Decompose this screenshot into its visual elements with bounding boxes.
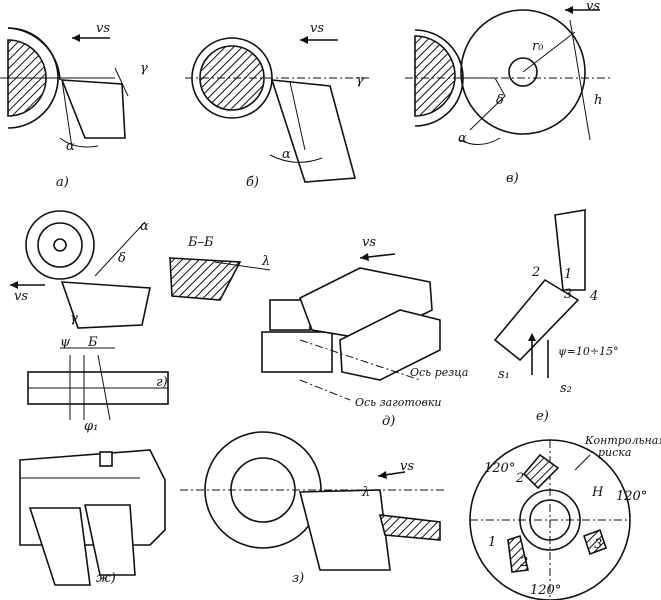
psi-label-g: ψ	[60, 335, 71, 350]
s2-label: s₂	[560, 381, 572, 396]
cutter-b	[270, 79, 357, 183]
body-d-2	[261, 331, 333, 373]
psi-range-label: ψ=10÷15°	[558, 345, 619, 358]
subfigure-z	[180, 431, 445, 571]
s1-label: s₁	[498, 367, 510, 382]
vs-label-d: vs	[362, 235, 376, 250]
subfigure-label-b: б)	[246, 175, 259, 190]
vs-label-a: vs	[96, 21, 110, 36]
tool-e-top	[554, 209, 586, 291]
subfigure-v	[405, 6, 610, 145]
subfigure-label-d: д)	[382, 414, 395, 429]
tool-e-bottom	[493, 278, 580, 362]
subfigure-a	[0, 27, 129, 149]
delta-label-g: δ	[118, 251, 126, 266]
gamma-label-a: γ	[140, 61, 148, 76]
cutter-z	[298, 489, 391, 571]
cutter-axis-label: Ось резца	[410, 366, 468, 379]
workpiece-axis-label: Ось заготовки	[355, 396, 442, 409]
section-bb-title: Б–Б	[187, 235, 214, 250]
subfigure-label-a: а)	[56, 175, 69, 190]
subfigure-g	[10, 210, 169, 421]
cutter-g	[60, 281, 151, 329]
number-2-round-top: 2	[515, 471, 524, 486]
workpiece-g	[25, 210, 95, 280]
alpha-label-a: α	[66, 139, 75, 154]
subfigure-label-zh: ж)	[96, 571, 116, 586]
number-1-e: 1	[564, 267, 572, 282]
cutter-d-bottom	[339, 309, 441, 381]
control-mark-label-2: риска	[598, 446, 631, 459]
vs-label-b: vs	[310, 21, 324, 36]
workpiece-section-v	[414, 35, 456, 117]
subfigure-label-e: е)	[536, 409, 549, 424]
subfigure-label-g: г)	[156, 375, 168, 390]
lambda-label-z: λ	[361, 485, 370, 500]
gamma-label-b: γ	[356, 73, 364, 88]
section-bb-shape	[169, 257, 242, 301]
control-mark-label-1: Контрольная	[584, 434, 661, 447]
r0-label-v: r₀	[532, 39, 544, 54]
gamma-label-g: γ	[70, 311, 78, 326]
subfigure-e	[493, 209, 586, 378]
subfigure-d	[261, 253, 441, 401]
subfigure-label-z: з)	[292, 571, 304, 586]
phi1-label-g: φ₁	[84, 419, 98, 434]
vs-label-z: vs	[400, 459, 414, 474]
vs-label-g: vs	[14, 289, 28, 304]
number-1-round: 1	[488, 535, 496, 550]
h-label-v: h	[594, 93, 602, 108]
alpha-label-g: α	[140, 219, 149, 234]
angle-120-right: 120°	[616, 489, 647, 504]
delta-label-v: δ	[496, 93, 504, 108]
number-3-round: 3	[594, 537, 602, 552]
number-2-round-bottom: 2	[519, 555, 528, 570]
section-bb	[169, 257, 271, 301]
b-label-g: Б	[87, 335, 98, 350]
subfigure-zh	[19, 449, 166, 586]
angle-120-top: 120°	[484, 461, 515, 476]
cutter-axis-d	[299, 339, 421, 381]
workpiece-section-b	[199, 45, 265, 111]
number-2-e: 2	[531, 265, 540, 280]
alpha-label-b: α	[282, 147, 291, 162]
lambda-label-bb: λ	[261, 254, 270, 269]
number-4-e: 4	[589, 289, 598, 304]
round-tool-holder	[469, 439, 631, 600]
h-label-round: H	[591, 485, 604, 500]
subfigure-label-v: в)	[506, 171, 519, 186]
angle-120-bottom: 120°	[530, 583, 561, 598]
alpha-label-v: α	[458, 131, 467, 146]
number-3-e: 3	[564, 287, 572, 302]
cutter-a	[60, 79, 126, 139]
vs-label-v: vs	[586, 0, 600, 14]
round-cutter-v	[460, 9, 586, 135]
subfigure-b	[185, 36, 370, 183]
workpiece-axis-d	[299, 379, 351, 401]
